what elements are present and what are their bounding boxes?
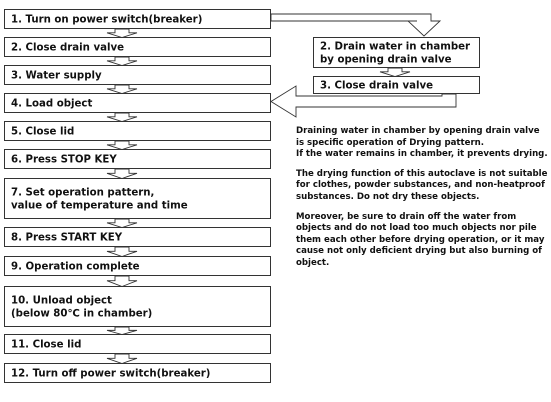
step-2: 2. Close drain valve bbox=[4, 37, 271, 57]
note-paragraph-2: If the water remains in chamber, it prev… bbox=[296, 149, 548, 160]
arrow-step-1-to-drying bbox=[270, 13, 442, 37]
step-4-box bbox=[4, 93, 271, 113]
step-3: 3. Water supply bbox=[4, 65, 271, 85]
side-steps: 2. Drain water in chamber by opening dra… bbox=[313, 37, 480, 94]
drying-step-3-label: 3. Close drain valve bbox=[320, 81, 433, 92]
drying-step-2-label: by opening drain valve bbox=[320, 55, 452, 66]
step-11: 11. Close lid bbox=[4, 334, 271, 354]
note-paragraph-3: The drying function of this autoclave is… bbox=[296, 168, 548, 202]
step-2-box bbox=[4, 37, 271, 57]
note-paragraph-4: Moreover, be sure to drain off the water… bbox=[296, 211, 545, 268]
step-12-box bbox=[4, 363, 271, 383]
arrow-step-10-to-11 bbox=[106, 326, 138, 335]
arrow-step-6-to-7 bbox=[106, 168, 138, 179]
arrow-step-7-to-8 bbox=[106, 218, 138, 228]
step-8-label: 8. Press START KEY bbox=[11, 233, 123, 244]
step-12-label: 12. Turn off power switch(breaker) bbox=[11, 369, 210, 380]
drying-step-2-label: 2. Drain water in chamber bbox=[320, 42, 470, 53]
step-2-label: 2. Close drain valve bbox=[11, 43, 124, 54]
main-steps: 1. Turn on power switch(breaker) 2. Close… bbox=[4, 9, 271, 383]
step-5: 5. Close lid bbox=[4, 121, 271, 141]
drying-step-3-box bbox=[313, 76, 480, 94]
step-5-box bbox=[4, 121, 271, 141]
note-paragraph-1: Draining water in chamber by opening dra… bbox=[296, 126, 540, 148]
step-6-box bbox=[4, 149, 271, 169]
step-5-label: 5. Close lid bbox=[11, 127, 74, 138]
step-1: 1. Turn on power switch(breaker) bbox=[4, 9, 271, 29]
arrow-step-4-to-5 bbox=[106, 112, 138, 122]
arrow-drying-2-to-3 bbox=[379, 67, 411, 77]
step-3-box bbox=[4, 65, 271, 85]
connectors bbox=[106, 13, 457, 364]
step-7-label: value of temperature and time bbox=[11, 201, 188, 212]
step-6: 6. Press STOP KEY bbox=[4, 149, 271, 169]
step-9: 9. Operation complete bbox=[4, 256, 271, 276]
step-12: 12. Turn off power switch(breaker) bbox=[4, 363, 271, 383]
step-6-label: 6. Press STOP KEY bbox=[11, 155, 117, 166]
drying-step-3: 3. Close drain valve bbox=[313, 76, 480, 94]
step-7-label: 7. Set operation pattern, bbox=[11, 188, 154, 199]
arrow-step-3-to-4 bbox=[106, 84, 138, 94]
step-10-box bbox=[4, 286, 271, 327]
arrow-step-5-to-6 bbox=[106, 140, 138, 150]
step-4: 4. Load object bbox=[4, 93, 271, 113]
step-3-label: 3. Water supply bbox=[11, 71, 102, 82]
arrow-step-9-to-10 bbox=[106, 275, 138, 287]
step-4-label: 4. Load object bbox=[11, 99, 92, 110]
step-10-label: (below 80℃ in chamber) bbox=[11, 309, 152, 320]
arrow-drying-to-step-4 bbox=[270, 85, 457, 118]
arrow-step-8-to-9 bbox=[106, 246, 138, 257]
step-11-label: 11. Close lid bbox=[11, 340, 81, 351]
drying-step-2: 2. Drain water in chamber by opening dra… bbox=[313, 37, 480, 68]
step-1-label: 1. Turn on power switch(breaker) bbox=[11, 15, 202, 26]
step-9-label: 9. Operation complete bbox=[11, 262, 140, 273]
arrow-step-11-to-12 bbox=[106, 353, 138, 364]
drying-step-2-box bbox=[313, 37, 480, 68]
step-8: 8. Press START KEY bbox=[4, 227, 271, 247]
step-1-box bbox=[4, 9, 271, 29]
step-8-box bbox=[4, 227, 271, 247]
arrow-step-2-to-3 bbox=[106, 56, 138, 66]
step-10: 10. Unload object (below 80℃ in chamber) bbox=[4, 286, 271, 327]
step-7-box bbox=[4, 178, 271, 219]
step-11-box bbox=[4, 334, 271, 354]
arrow-step-1-to-2 bbox=[106, 28, 138, 38]
step-7: 7. Set operation pattern, value of tempe… bbox=[4, 178, 271, 219]
drying-note: Draining water in chamber by opening dra… bbox=[296, 126, 548, 278]
step-10-label: 10. Unload object bbox=[11, 296, 112, 307]
step-9-box bbox=[4, 256, 271, 276]
